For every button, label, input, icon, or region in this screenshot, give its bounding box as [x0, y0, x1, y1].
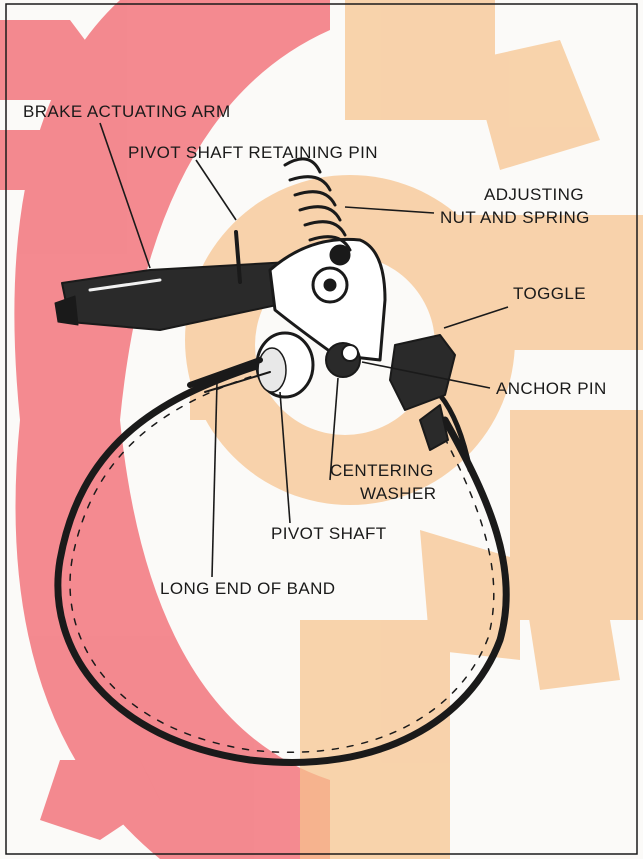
label-toggle: TOGGLE [513, 284, 586, 303]
label-adjusting-line1: ADJUSTING [484, 185, 584, 204]
label-anchor-pin: ANCHOR PIN [496, 379, 607, 398]
label-centering-line2: WASHER [360, 484, 436, 503]
anchor-pin [342, 345, 358, 361]
label-centering-line1: CENTERING [330, 461, 434, 480]
watermark-orange-gear [185, 0, 643, 859]
label-long-end-of-band: LONG END OF BAND [160, 579, 335, 598]
label-pivot-shaft-retaining-pin: PIVOT SHAFT RETAINING PIN [128, 143, 378, 162]
label-adjusting-line2: NUT AND SPRING [440, 208, 590, 227]
label-pivot-shaft: PIVOT SHAFT [271, 524, 387, 543]
leader-pivot-shaft-retaining-pin [196, 160, 236, 220]
label-brake-actuating-arm: BRAKE ACTUATING ARM [23, 102, 231, 121]
